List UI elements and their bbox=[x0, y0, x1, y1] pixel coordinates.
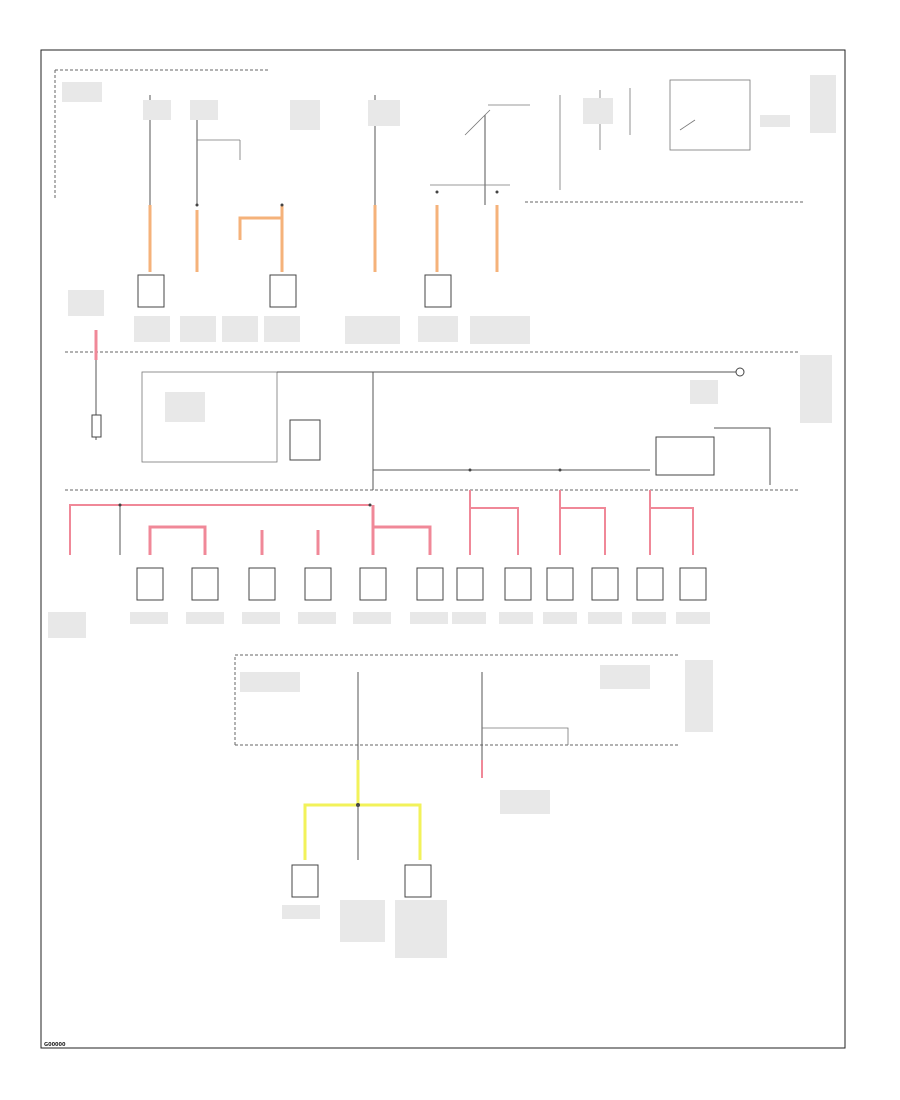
fuse-component bbox=[289, 419, 321, 461]
module-box bbox=[546, 567, 574, 601]
module-box bbox=[424, 274, 452, 308]
orange-wire bbox=[238, 216, 282, 240]
label-block bbox=[368, 100, 400, 126]
ground-device bbox=[91, 414, 102, 438]
yellow-branch bbox=[282, 760, 447, 958]
label-block bbox=[470, 316, 530, 344]
pink-wire bbox=[373, 525, 432, 555]
label-block bbox=[588, 612, 622, 624]
pink-wire bbox=[470, 507, 519, 555]
module-box bbox=[456, 567, 484, 601]
lower-fuse-block bbox=[234, 654, 713, 814]
label-block bbox=[134, 316, 170, 342]
feed-wire bbox=[482, 727, 569, 745]
splice-node bbox=[195, 203, 199, 207]
top-fuse-block bbox=[54, 69, 836, 344]
splice-node bbox=[118, 503, 122, 507]
label-block bbox=[190, 100, 218, 120]
module-box bbox=[679, 567, 707, 601]
module-box bbox=[504, 567, 532, 601]
module-box bbox=[269, 274, 297, 308]
label-block bbox=[395, 900, 447, 958]
module-box bbox=[248, 567, 276, 601]
module-box bbox=[404, 864, 432, 898]
label-block bbox=[690, 380, 718, 404]
label-block bbox=[186, 612, 224, 624]
relay-box bbox=[669, 79, 751, 151]
label-block bbox=[543, 612, 577, 624]
label-block bbox=[165, 392, 205, 422]
label-block bbox=[68, 290, 104, 316]
label-block bbox=[410, 612, 448, 624]
label-block bbox=[130, 612, 168, 624]
label-block bbox=[600, 665, 650, 689]
diagram-border bbox=[40, 49, 846, 1049]
module-box bbox=[359, 567, 387, 601]
label-block bbox=[353, 612, 391, 624]
splice-node bbox=[280, 203, 284, 207]
label-block bbox=[810, 75, 836, 133]
label-block bbox=[240, 672, 300, 692]
label-block bbox=[222, 316, 258, 342]
splice-node bbox=[435, 190, 439, 194]
switch-contact bbox=[464, 109, 491, 136]
label-block bbox=[452, 612, 486, 624]
label-block bbox=[632, 612, 666, 624]
label-block bbox=[676, 612, 710, 624]
module-box bbox=[191, 567, 219, 601]
label-block bbox=[500, 790, 550, 814]
label-block bbox=[800, 355, 832, 423]
pink-wire bbox=[69, 504, 370, 555]
module-box bbox=[137, 274, 165, 308]
module-box bbox=[136, 567, 164, 601]
figure-code: G00000 bbox=[44, 1042, 66, 1048]
relay-component bbox=[655, 436, 715, 476]
label-block bbox=[242, 612, 280, 624]
label-block bbox=[180, 316, 216, 342]
splice-node bbox=[495, 190, 499, 194]
label-block bbox=[345, 316, 400, 344]
label-block bbox=[298, 612, 336, 624]
label-block bbox=[143, 100, 171, 120]
label-block bbox=[583, 98, 613, 124]
module-box bbox=[304, 567, 332, 601]
label-block bbox=[48, 612, 86, 638]
pink-wire bbox=[650, 507, 694, 555]
connector bbox=[735, 367, 745, 377]
label-block bbox=[499, 612, 533, 624]
module-box bbox=[591, 567, 619, 601]
label-block bbox=[62, 82, 102, 102]
module-box bbox=[291, 864, 319, 898]
pink-wire bbox=[560, 507, 606, 555]
inner-fuse-box bbox=[141, 371, 278, 463]
label-block bbox=[685, 660, 713, 732]
lower-block-border bbox=[234, 654, 680, 745]
pink-wire bbox=[148, 525, 207, 555]
module-box bbox=[416, 567, 444, 601]
yellow-wire bbox=[303, 803, 422, 860]
pink-fuse-row bbox=[48, 468, 710, 638]
module-box bbox=[636, 567, 664, 601]
splice-node bbox=[368, 503, 372, 507]
relay-contact bbox=[679, 119, 696, 131]
label-block bbox=[418, 316, 458, 342]
label-block bbox=[340, 900, 385, 942]
label-block bbox=[264, 316, 300, 342]
middle-fuse-block bbox=[65, 290, 832, 491]
splice-node bbox=[558, 468, 562, 472]
relay-feed bbox=[714, 427, 771, 485]
label-block bbox=[290, 100, 320, 130]
splice-node bbox=[468, 468, 472, 472]
label-block bbox=[282, 905, 320, 919]
label-block bbox=[760, 115, 790, 127]
